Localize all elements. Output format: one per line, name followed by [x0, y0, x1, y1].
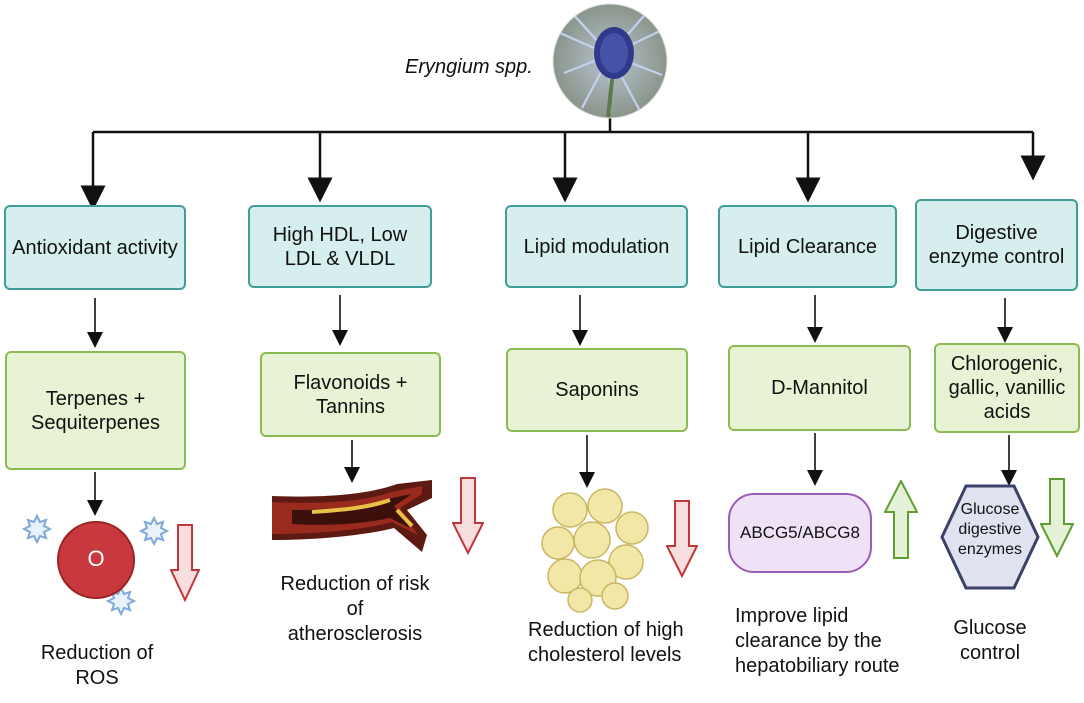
- glucose-enzyme-hexagon: [940, 484, 1040, 590]
- effect-box-antioxidant: Antioxidant activity: [4, 205, 186, 290]
- compound-box-terpenes: Terpenes + Sequiterpenes: [5, 351, 186, 470]
- outcome-atherosclerosis: Reduction of risk of atherosclerosis: [280, 573, 430, 645]
- plant-title: Eryngium spp.: [405, 56, 533, 78]
- abcg-transporter-pill: ABCG5/ABCG8: [728, 493, 872, 573]
- decrease-arrow-icon: [1040, 478, 1074, 558]
- effect-box-hdl-ldl: High HDL, Low LDL & VLDL: [248, 205, 432, 288]
- decrease-arrow-icon: [666, 500, 698, 578]
- ros-oxygen-label: O: [87, 546, 105, 571]
- compound-box-phenolic-acids: Chlorogenic, gallic, vanillic acids: [934, 343, 1080, 433]
- effect-box-lipid-clearance: Lipid Clearance: [718, 205, 897, 288]
- artery-icon: [272, 480, 432, 552]
- increase-arrow-icon: [884, 480, 918, 559]
- eryngium-plant-image: [552, 3, 668, 119]
- fat-cells-icon: [541, 488, 649, 613]
- effect-box-lipid-modulation: Lipid modulation: [505, 205, 688, 288]
- decrease-arrow-icon: [452, 477, 484, 555]
- ros-icon: [21, 513, 170, 617]
- compound-box-mannitol: D-Mannitol: [728, 345, 911, 431]
- outcome-lipid-clearance: Improve lipid clearance by the hepatobil…: [735, 605, 900, 677]
- glucose-enzyme-label: Glucose digestive enzymes: [957, 501, 1023, 558]
- compound-box-flavonoids: Flavonoids + Tannins: [260, 352, 441, 437]
- outcome-cholesterol: Reduction of high cholesterol levels: [528, 619, 684, 666]
- effect-box-digestive-enzyme: Digestive enzyme control: [915, 199, 1078, 291]
- outcome-glucose: Glucose control: [953, 617, 1027, 664]
- compound-box-saponins: Saponins: [506, 348, 688, 432]
- decrease-arrow-icon: [170, 524, 200, 602]
- outcome-ros: Reduction of ROS: [40, 642, 154, 689]
